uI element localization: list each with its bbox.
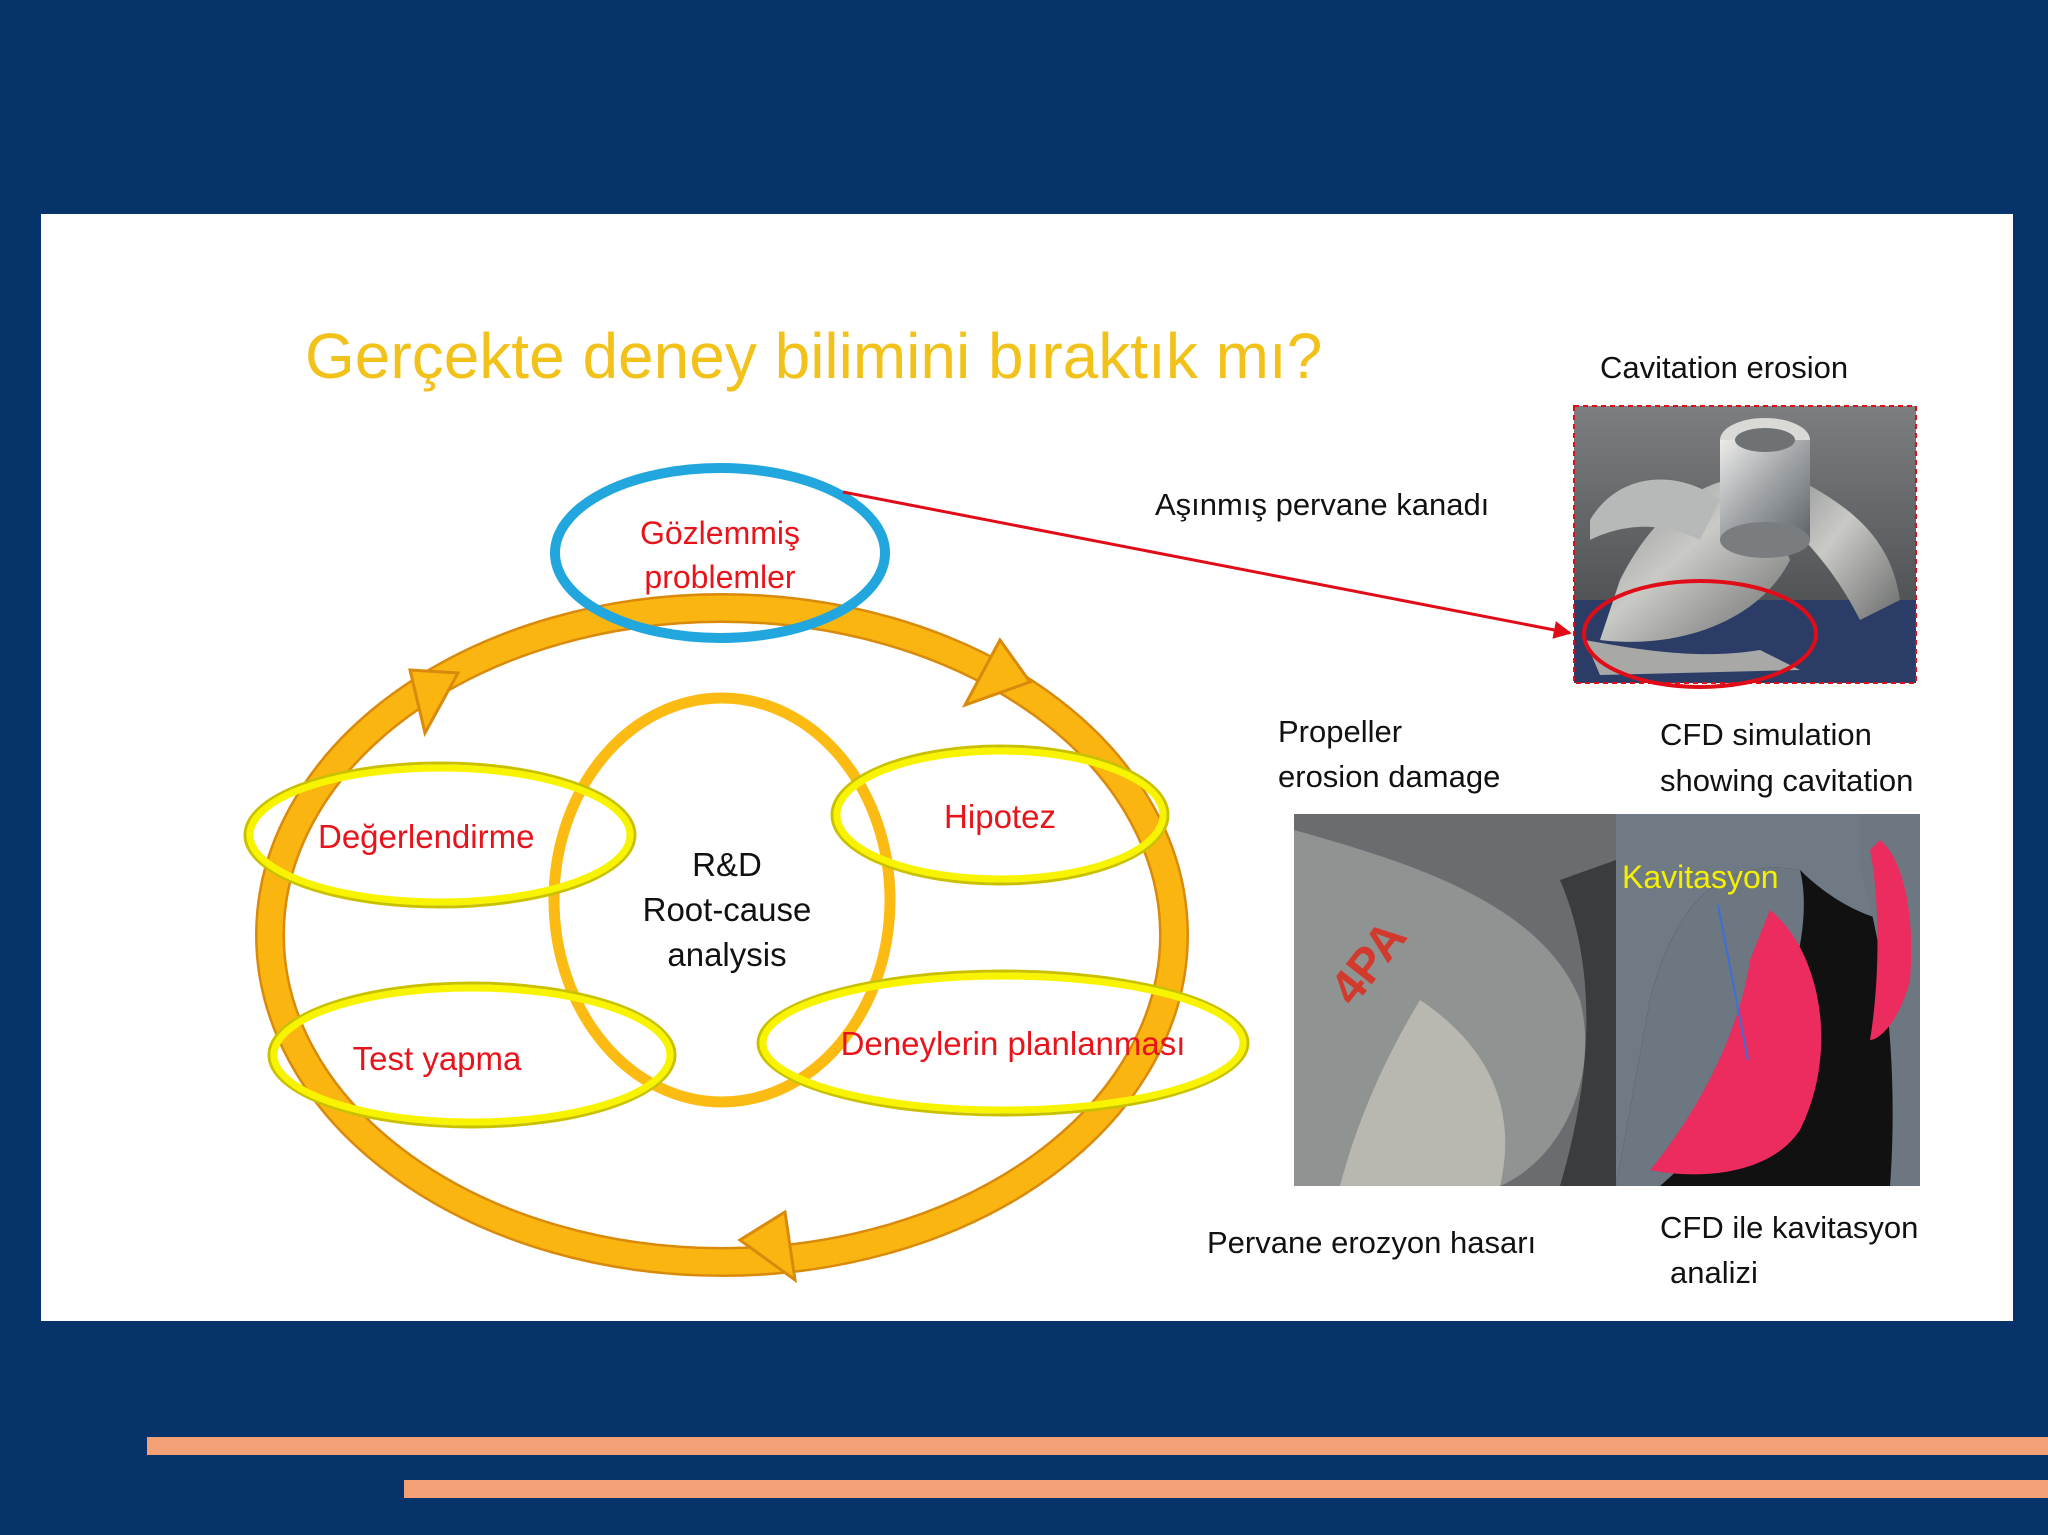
- cycle-arrow-bottom: [737, 1209, 798, 1284]
- planning-ellipse: [759, 972, 1247, 1114]
- propeller-photo-border: [1573, 405, 1917, 684]
- evaluation-label: Değerlendirme: [318, 818, 534, 855]
- erosion-damage-tr-caption: Pervane erozyon hasarı: [1207, 1225, 1536, 1260]
- observed-problems-label-1: Gözlemmiş: [640, 515, 800, 551]
- cfd-analysis-tr-caption-2: analizi: [1670, 1255, 1758, 1290]
- cycle-ring: [257, 595, 1187, 1275]
- evaluation-ellipse-outer: [243, 761, 637, 909]
- cycle-diagram: R&D Root-cause analysis Gözlemmiş proble…: [243, 463, 1250, 1284]
- propeller-damage-caption-1: Propeller: [1278, 714, 1402, 749]
- cycle-arrow-upper-left: [408, 668, 461, 738]
- footer-stripe-top: [147, 1437, 2048, 1455]
- planning-ellipse-outer: [756, 969, 1250, 1117]
- cycle-arrow-upper-right: [961, 637, 1033, 708]
- eroded-blade-photo: 4PA: [1294, 814, 1616, 1186]
- cavitation-pointer: [1717, 904, 1749, 1061]
- connector-arrow: [842, 490, 1572, 639]
- center-label-2: Root-cause: [643, 891, 812, 928]
- worn-blade-caption: Aşınmış pervane kanadı: [1155, 487, 1489, 522]
- center-label-3: analysis: [667, 936, 786, 973]
- center-ellipse: [548, 692, 896, 1108]
- hypothesis-ellipse-outer: [830, 744, 1170, 886]
- planning-label: Deneylerin planlanması: [841, 1025, 1186, 1062]
- cavitation-label: Kavitasyon: [1622, 859, 1779, 895]
- evaluation-ellipse: [246, 764, 634, 906]
- footer-stripe-bottom: [404, 1480, 2048, 1498]
- testing-ellipse-outer: [267, 981, 677, 1129]
- testing-label: Test yapma: [353, 1040, 522, 1077]
- observed-problems-label-2: problemler: [644, 559, 796, 595]
- cfd-simulation-caption-2: showing cavitation: [1660, 763, 1913, 798]
- cfd-image: Kavitasyon: [1616, 814, 1920, 1186]
- observed-problems-ellipse: [550, 463, 890, 643]
- cfd-simulation-caption-1: CFD simulation: [1660, 717, 1872, 752]
- propeller-damage-caption-2: erosion damage: [1278, 759, 1500, 794]
- center-label-1: R&D: [692, 846, 762, 883]
- testing-ellipse: [270, 984, 674, 1126]
- cavitation-erosion-caption: Cavitation erosion: [1600, 350, 1848, 385]
- hypothesis-ellipse: [833, 747, 1167, 883]
- cfd-analysis-tr-caption-1: CFD ile kavitasyon: [1660, 1210, 1918, 1245]
- propeller-photo: [1573, 405, 1917, 689]
- slide-title: Gerçekte deney bilimini bıraktık mı?: [305, 320, 1322, 392]
- erosion-highlight: [1582, 579, 1818, 689]
- hypothesis-label: Hipotez: [944, 798, 1056, 835]
